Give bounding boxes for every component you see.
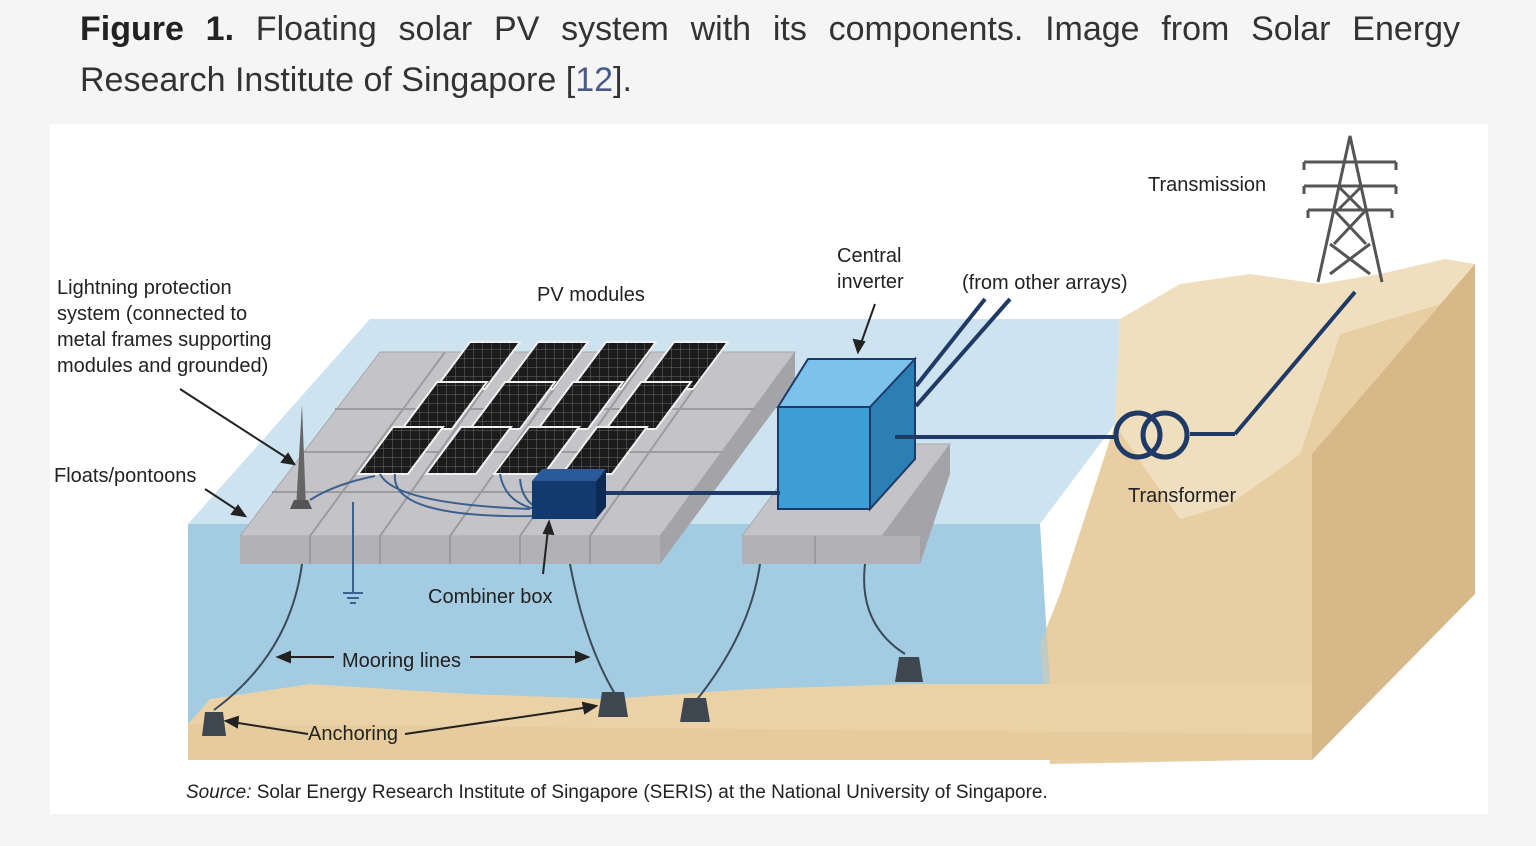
string-wires <box>309 473 541 592</box>
cables <box>598 290 1357 495</box>
lightning-rod-base <box>290 500 312 509</box>
figure-label: Figure 1. <box>80 10 235 48</box>
ground-symbol <box>343 592 363 604</box>
transmission-tower <box>1302 135 1398 283</box>
label-lightning-1: Lightning protection <box>57 277 232 299</box>
combiner-box-side <box>596 469 606 519</box>
label-from-other-arrays: (from other arrays) <box>962 272 1128 294</box>
pontoon-small-side <box>882 444 950 564</box>
label-mooring-lines: Mooring lines <box>342 650 461 672</box>
label-combiner-box: Combiner box <box>428 586 553 608</box>
label-transformer: Transformer <box>1128 485 1237 507</box>
front-wall <box>188 724 1312 760</box>
anchors <box>202 657 923 736</box>
citation-link[interactable]: 12 <box>575 61 614 99</box>
shore-top <box>1115 259 1475 519</box>
caption-text: Floating solar PV system with its compon… <box>80 10 1460 99</box>
shore-right-wall <box>1312 264 1475 760</box>
water-shade <box>188 524 1050 724</box>
label-anchoring: Anchoring <box>308 723 398 745</box>
lightning-rod <box>296 404 306 509</box>
mooring-lines <box>213 563 906 711</box>
figure-source: Source: Solar Energy Research Institute … <box>186 782 1048 803</box>
combiner-box <box>532 481 596 519</box>
figure-image: Transmission Central inverter (from othe… <box>50 124 1488 814</box>
transformer-symbol <box>1113 410 1190 460</box>
label-lightning-2: system (connected to <box>57 303 247 325</box>
floating-pv-diagram: Transmission Central inverter (from othe… <box>54 135 1475 803</box>
figure-caption: Figure 1. Floating solar PV system with … <box>80 4 1460 106</box>
pontoon-array-side <box>660 352 795 564</box>
pv-modules <box>356 341 730 475</box>
label-floats: Floats/pontoons <box>54 465 196 487</box>
inverter-side <box>869 356 916 512</box>
label-transmission: Transmission <box>1148 174 1266 196</box>
label-central-inverter-2: inverter <box>837 271 904 293</box>
inverter-front <box>777 406 871 510</box>
label-pv-modules: PV modules <box>537 284 645 306</box>
caption-text-end: ]. <box>613 61 632 99</box>
label-lightning-4: modules and grounded) <box>57 355 268 377</box>
label-central-inverter-1: Central <box>837 245 901 267</box>
pontoon-small-front <box>742 536 920 564</box>
label-lightning-3: metal frames supporting <box>57 329 272 351</box>
annotation-arrows <box>179 303 876 735</box>
source-prefix: Source: <box>186 782 251 803</box>
source-text: Solar Energy Research Institute of Singa… <box>251 782 1047 803</box>
combiner-box-top <box>532 469 606 481</box>
